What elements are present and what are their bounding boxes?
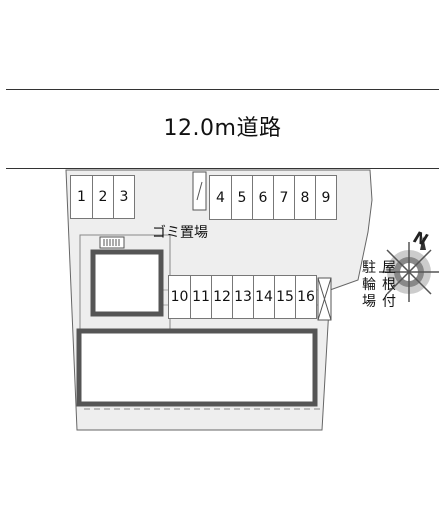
parking-space: 12 bbox=[211, 276, 232, 318]
parking-space: 9 bbox=[315, 176, 336, 219]
parking-space: 1 bbox=[77, 189, 86, 205]
parking-space: 4 bbox=[216, 189, 225, 206]
parking-space: 7 bbox=[273, 176, 294, 219]
parking-space: 11 bbox=[190, 276, 211, 318]
parking-space: 5 bbox=[231, 176, 252, 219]
parking-space: 8 bbox=[294, 176, 315, 219]
parking-space: 14 bbox=[253, 276, 274, 318]
building-main bbox=[76, 328, 318, 407]
parking-space: 15 bbox=[274, 276, 295, 318]
parking-space: 16 bbox=[295, 276, 316, 318]
building-small bbox=[90, 249, 164, 317]
parking-space: 2 bbox=[92, 176, 113, 218]
bike-parking-label: 駐輪場 bbox=[362, 260, 376, 310]
roofed-label: 屋根付 bbox=[382, 260, 396, 310]
parking-space: 6 bbox=[252, 176, 273, 219]
utility-unit bbox=[99, 236, 125, 249]
garbage-label: ゴミ置場 bbox=[152, 225, 208, 241]
parking-space: 13 bbox=[232, 276, 253, 318]
road-label: 12.0m道路 bbox=[163, 116, 282, 141]
road-edge-top bbox=[6, 89, 439, 90]
parking-space: 10 bbox=[170, 289, 189, 305]
compass-icon bbox=[379, 236, 439, 302]
road-edge-bottom bbox=[6, 168, 439, 169]
parking-space: 3 bbox=[113, 176, 134, 218]
